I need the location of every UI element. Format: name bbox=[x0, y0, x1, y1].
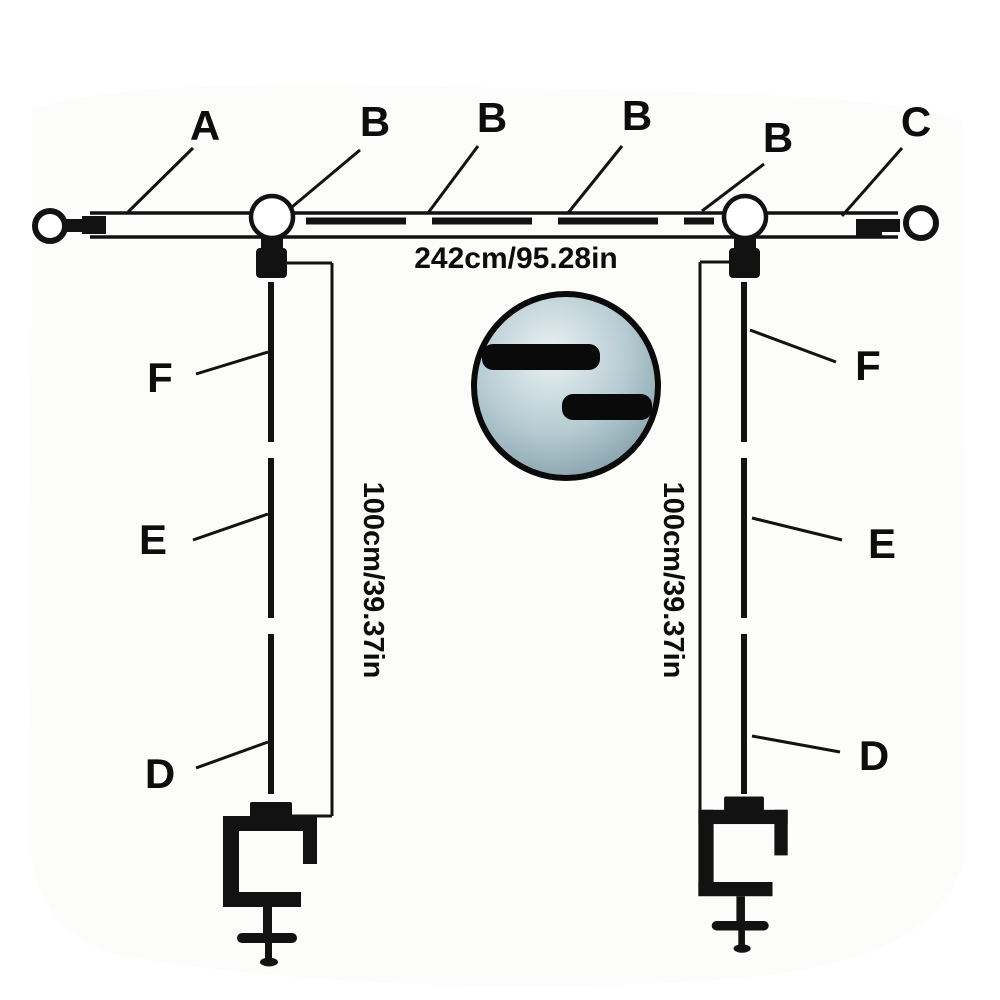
left-hook-ring bbox=[32, 208, 68, 244]
label-c: C bbox=[901, 98, 931, 145]
label-e-right: E bbox=[868, 520, 896, 567]
right-hook-ring bbox=[903, 205, 939, 241]
leader-e-left bbox=[192, 512, 269, 542]
label-b1: B bbox=[360, 98, 390, 145]
label-b3: B bbox=[622, 92, 652, 139]
crossbar-dimension: 242cm/95.28in bbox=[414, 242, 617, 275]
detail-slot-upper bbox=[482, 344, 600, 370]
leader-b3 bbox=[566, 145, 624, 214]
detail-slot-lower bbox=[562, 394, 652, 420]
leader-a bbox=[126, 146, 195, 214]
right-hook-neck bbox=[880, 219, 900, 232]
label-a: A bbox=[190, 102, 220, 149]
label-e-left: E bbox=[139, 516, 167, 563]
crossbar bbox=[32, 205, 939, 244]
leader-b1 bbox=[291, 148, 361, 209]
leader-f-left bbox=[195, 350, 269, 376]
label-f-left: F bbox=[147, 354, 173, 401]
left-connector bbox=[248, 193, 296, 278]
left-pole-dimension: 100cm/39.37in bbox=[357, 482, 389, 679]
leader-b2 bbox=[426, 145, 480, 214]
photo-background bbox=[29, 84, 966, 987]
connector-detail-inset bbox=[471, 291, 661, 481]
label-d-left: D bbox=[145, 750, 175, 797]
left-hook-neck bbox=[64, 219, 84, 232]
leader-d-right bbox=[751, 734, 841, 754]
leader-e-right bbox=[751, 516, 843, 542]
label-b4: B bbox=[763, 114, 793, 161]
label-d-right: D bbox=[859, 732, 889, 779]
leader-c bbox=[840, 147, 904, 217]
label-b2: B bbox=[477, 94, 507, 141]
leader-b4 bbox=[701, 162, 765, 213]
right-connector bbox=[721, 193, 769, 278]
left-end-cap bbox=[82, 216, 106, 234]
leader-f-right bbox=[749, 328, 837, 364]
right-end-cap bbox=[856, 219, 882, 236]
leader-d-left bbox=[195, 740, 269, 770]
right-pole-dimension: 100cm/39.37in bbox=[657, 482, 689, 679]
label-f-right: F bbox=[855, 342, 881, 389]
